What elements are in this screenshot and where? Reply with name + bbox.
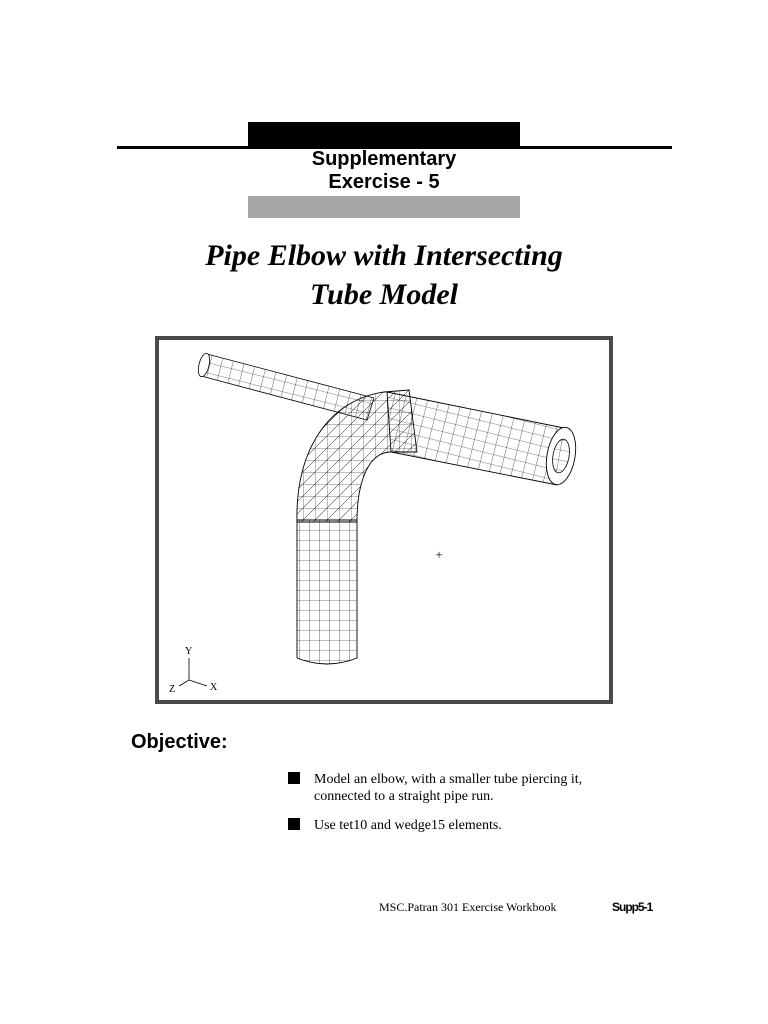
- header-black-bar: [248, 122, 520, 147]
- bullet-text: Use tet10 and wedge15 elements.: [314, 818, 502, 833]
- footer-workbook-title: MSC.Patran 301 Exercise Workbook: [379, 900, 557, 914]
- model-figure: + Y Z X: [155, 336, 613, 704]
- bullet-square-icon: [288, 772, 300, 784]
- exercise-header: Supplementary Exercise - 5: [248, 148, 520, 194]
- objective-heading: Objective:: [131, 731, 228, 753]
- header-line-1: Supplementary: [311, 148, 457, 170]
- center-marker: +: [435, 547, 442, 562]
- footer-page-number: Supp5-1: [612, 900, 653, 914]
- axis-z-label: Z: [169, 684, 175, 695]
- elbow-pipe: [296, 389, 577, 665]
- objective-bullet: Model an elbow, with a smaller tube pier…: [288, 771, 614, 805]
- bullet-square-icon: [288, 818, 300, 830]
- title-line-1: Pipe Elbow with Intersecting: [205, 239, 563, 272]
- header-gray-bar: [248, 196, 520, 218]
- header-rule: [117, 146, 672, 149]
- axis-x-label: X: [210, 682, 218, 693]
- bullet-text: Model an elbow, with a smaller tube pier…: [314, 772, 583, 804]
- title-line-2: Tube Model: [309, 278, 459, 311]
- page-title: Pipe Elbow with Intersecting Tube Model: [0, 236, 768, 314]
- pipe-mesh-illustration: + Y Z X: [169, 352, 577, 695]
- objective-bullet: Use tet10 and wedge15 elements.: [288, 817, 502, 834]
- header-line-2: Exercise - 5: [328, 171, 440, 193]
- axis-y-label: Y: [185, 646, 192, 657]
- axis-triad: Y Z X: [169, 646, 218, 695]
